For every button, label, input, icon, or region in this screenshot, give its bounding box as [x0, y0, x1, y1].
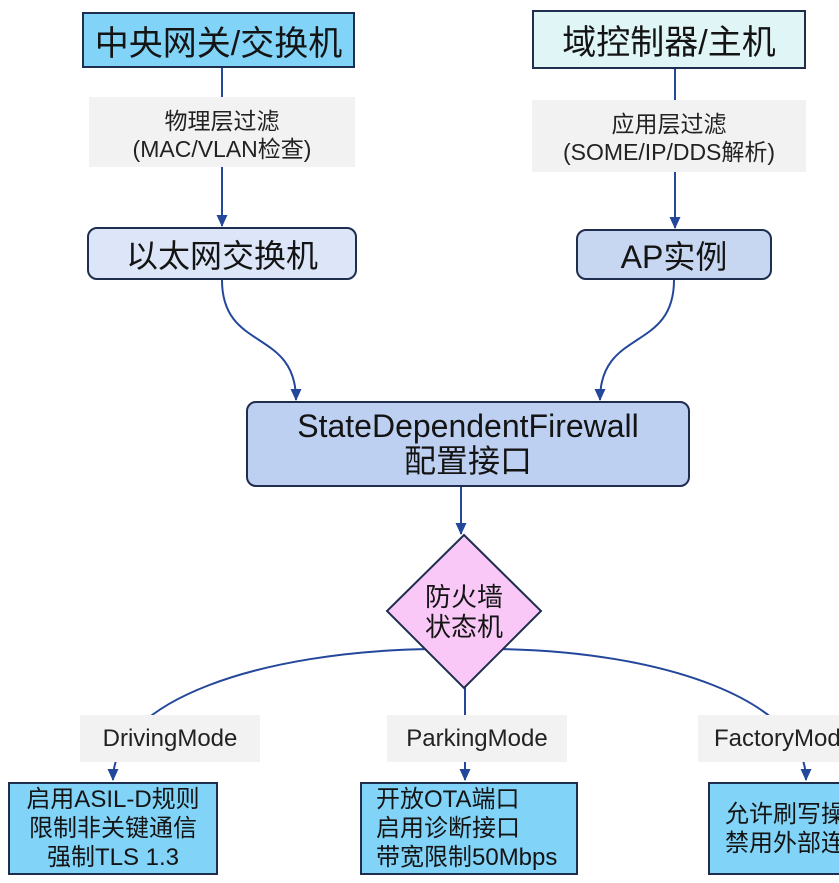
parking-actions-node: 开放OTA端口 启用诊断接口 带宽限制50Mbps — [360, 782, 578, 875]
firewall-config-subtitle: 配置接口 — [403, 443, 532, 479]
parking-mode-text: ParkingMode — [406, 724, 548, 752]
edge-label-application-filter: 应用层过滤 (SOME/IP/DDS解析) — [532, 100, 806, 172]
driving-actions-node: 启用ASIL-D规则 限制非关键通信 强制TLS 1.3 — [8, 782, 218, 875]
state-machine-line-2: 状态机 — [424, 611, 503, 642]
ap-instance-label: AP实例 — [620, 238, 728, 275]
parking-action-3: 带宽限制50Mbps — [376, 844, 558, 871]
state-machine-line-1: 防火墙 — [424, 581, 503, 612]
ethernet-switch-node: 以太网交换机 — [87, 227, 357, 280]
ap-instance-node: AP实例 — [576, 229, 772, 280]
firewall-state-machine-diamond — [385, 533, 543, 690]
ethernet-switch-label: 以太网交换机 — [125, 237, 318, 274]
factory-mode-text: FactoryMod — [714, 724, 839, 752]
domain-controller-node: 域控制器/主机 — [532, 10, 806, 69]
driving-action-1: 启用ASIL-D规则 — [26, 786, 200, 813]
application-filter-title: 应用层过滤 — [611, 111, 727, 137]
driving-mode-text: DrivingMode — [102, 724, 238, 752]
edge-label-parking-mode: ParkingMode — [387, 715, 567, 762]
physical-filter-title: 物理层过滤 — [164, 108, 280, 134]
parking-action-1: 开放OTA端口 — [376, 786, 520, 813]
edge-ap-to-firewall — [594, 279, 675, 401]
application-filter-detail: (SOME/IP/DDS解析) — [562, 139, 776, 165]
factory-action-1: 允许刷写操 — [725, 800, 839, 828]
factory-action-2: 禁用外部连 — [725, 829, 839, 857]
central-gateway-node: 中央网关/交换机 — [82, 12, 355, 68]
edge-label-physical-filter: 物理层过滤 (MAC/VLAN检查) — [89, 97, 355, 167]
parking-action-2: 启用诊断接口 — [376, 815, 520, 842]
firewall-state-machine-label: 防火墙 状态机 — [387, 535, 541, 688]
physical-filter-detail: (MAC/VLAN检查) — [132, 136, 312, 162]
edge-label-factory-mode: FactoryMod — [698, 715, 839, 762]
driving-action-3: 强制TLS 1.3 — [46, 844, 180, 871]
firewall-config-title: StateDependentFirewall — [297, 408, 639, 444]
central-gateway-label: 中央网关/交换机 — [94, 24, 343, 63]
factory-actions-node: 允许刷写操 禁用外部连 — [708, 782, 839, 875]
driving-action-2: 限制非关键通信 — [29, 815, 197, 842]
domain-controller-label: 域控制器/主机 — [562, 24, 776, 62]
edge-switch-to-firewall — [221, 279, 302, 401]
firewall-config-node: StateDependentFirewall 配置接口 — [246, 401, 690, 487]
edge-label-driving-mode: DrivingMode — [80, 715, 260, 762]
